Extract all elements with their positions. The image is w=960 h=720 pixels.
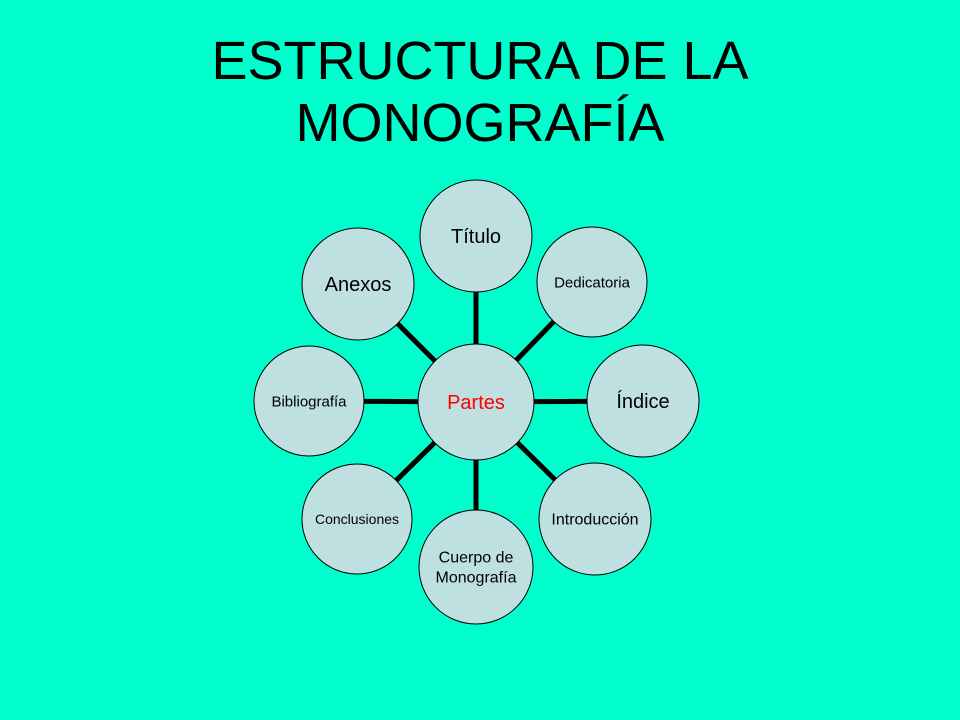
node-label-conclusiones: Conclusiones bbox=[315, 511, 399, 527]
page-title: ESTRUCTURA DE LA MONOGRAFÍA bbox=[0, 30, 960, 154]
connector-conclusiones bbox=[394, 440, 437, 483]
node-introduccion bbox=[538, 462, 652, 576]
title-line-2: MONOGRAFÍA bbox=[295, 93, 665, 153]
node-label-indice: Índice bbox=[616, 390, 669, 413]
node-label-line: Bibliografía bbox=[271, 393, 347, 410]
node-label-line: Anexos bbox=[325, 274, 392, 296]
node-label-titulo: Título bbox=[451, 226, 501, 248]
connectors bbox=[363, 292, 588, 510]
title-line-1: ESTRUCTURA DE LA bbox=[211, 31, 749, 91]
node-label-cuerpo: Cuerpo de Monografía bbox=[436, 550, 517, 587]
connector-anexos bbox=[395, 321, 437, 363]
center-node-label: Partes bbox=[447, 392, 505, 414]
node-label-anexos: Anexos bbox=[325, 274, 392, 296]
node-bibliografia bbox=[253, 345, 365, 457]
node-conclusiones bbox=[301, 463, 413, 575]
node-label-line: Índice bbox=[616, 390, 669, 413]
node-label-dedicatoria: Dedicatoria bbox=[554, 274, 631, 291]
connector-dedicatoria bbox=[514, 319, 556, 363]
node-label-line: Título bbox=[451, 226, 501, 248]
node-label-introduccion: Introducción bbox=[551, 512, 638, 529]
center-node bbox=[417, 343, 535, 461]
node-cuerpo bbox=[418, 509, 534, 625]
node-label-line: Dedicatoria bbox=[554, 274, 631, 291]
node-indice bbox=[586, 344, 700, 458]
node-label-line: Introducción bbox=[551, 512, 638, 529]
outer-nodes: TítuloDedicatoriaÍndiceIntroducciónCuerp… bbox=[253, 179, 700, 625]
center-node-group: Partes bbox=[417, 343, 535, 461]
node-dedicatoria bbox=[536, 226, 648, 338]
node-titulo bbox=[419, 179, 533, 293]
connector-introduccion bbox=[515, 440, 557, 482]
node-label-line: Cuerpo de bbox=[439, 550, 514, 567]
node-label-bibliografia: Bibliografía bbox=[271, 393, 347, 410]
node-anexos bbox=[301, 227, 415, 341]
node-label-line: Monografía bbox=[436, 570, 517, 587]
node-label-line: Conclusiones bbox=[315, 511, 399, 527]
